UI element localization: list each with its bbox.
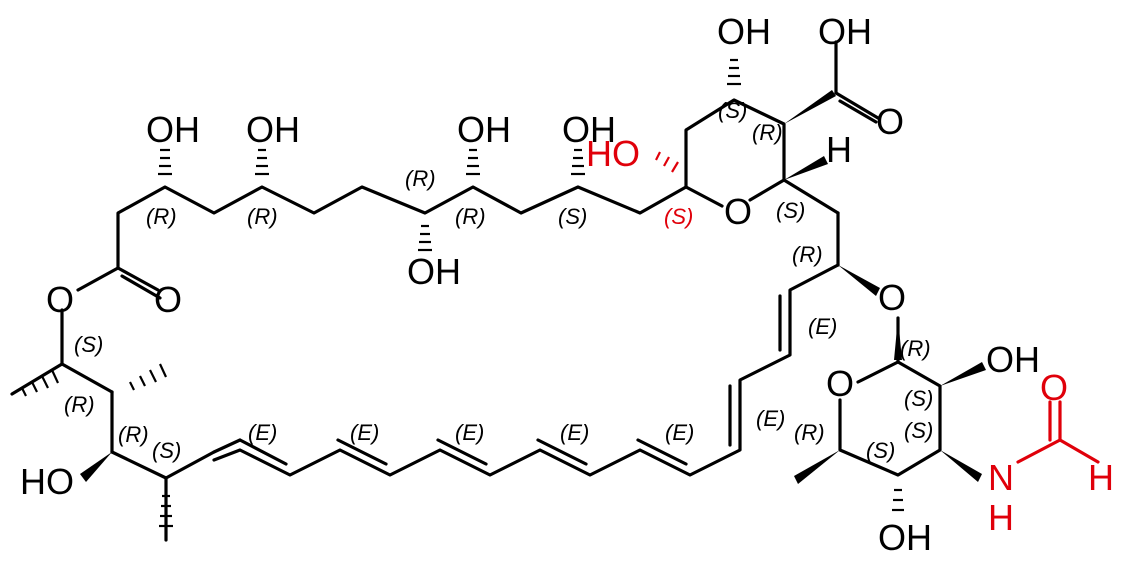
stereo-s-sugar3: (S) [866, 438, 895, 463]
stereo-r3: (R) [405, 166, 436, 191]
oh-label-2: OH [246, 109, 300, 150]
oh-label-1: OH [146, 109, 200, 150]
stereo-r-side: (R) [792, 242, 823, 267]
oh-label-5: OH [407, 251, 461, 292]
ho-red-label: HO [586, 133, 640, 174]
stereo-s-sugar2: (S) [904, 418, 933, 443]
oh-label-3: OH [457, 109, 511, 150]
oh-label-4: OH [562, 109, 616, 150]
pyran-ring [655, 40, 880, 267]
cooh-oh-label: OH [818, 11, 872, 52]
hash-bonds-upper [158, 148, 585, 252]
atom-labels: OH OH OH OH OH OH OH O O HO H O O OH OH … [20, 11, 1114, 558]
stereo-r1: (R) [146, 204, 177, 229]
stereo-s-ring: (S) [776, 198, 805, 223]
ho-left-label: HO [20, 461, 74, 502]
upper-chain [76, 148, 688, 300]
stereo-e5: (E) [560, 420, 589, 445]
stereo-s-sugar1: (S) [904, 386, 933, 411]
stereo-e4: (E) [455, 420, 484, 445]
stereo-e7: (E) [756, 406, 785, 431]
stereo-e6: (E) [665, 420, 694, 445]
polyene-chain [212, 263, 880, 477]
sugar-oh-right-label: OH [986, 339, 1040, 380]
nh-n-label: N [988, 457, 1014, 498]
stereo-r-left: (R) [64, 392, 95, 417]
stereo-e3: (E) [350, 420, 379, 445]
sugar-o-label: O [826, 363, 854, 404]
stereo-r-top: (R) [752, 120, 783, 145]
sugar-ring [794, 316, 1100, 512]
formyl-o-label: O [1040, 367, 1068, 408]
h-ring-label: H [826, 129, 852, 170]
ring-o-label: O [724, 191, 752, 232]
left-chain [10, 308, 242, 542]
carbonyl-o-label: O [154, 279, 182, 320]
stereo-r-sugar2: (R) [794, 420, 825, 445]
stereo-r2: (R) [247, 204, 278, 229]
cooh-o-label: O [876, 101, 904, 142]
stereo-s-top1: (S) [718, 98, 747, 123]
stereo-s-red: (S) [664, 204, 693, 229]
oh-top-label: OH [717, 11, 771, 52]
stereo-r-sugar1: (R) [900, 336, 931, 361]
stereo-r4: (R) [455, 204, 486, 229]
stereo-e2: (E) [248, 420, 277, 445]
stereo-s1: (S) [558, 204, 587, 229]
stereo-labels: (R) (R) (R) (R) (S) (S) (S) (S) (R) (R) … [64, 98, 933, 463]
ester-o-label: O [46, 279, 74, 320]
stereo-s-left: (S) [74, 332, 103, 357]
glyco-o-label: O [878, 277, 906, 318]
stereo-e1: (E) [808, 314, 837, 339]
formyl-h-label: H [1088, 457, 1114, 498]
sugar-oh-bottom-label: OH [878, 517, 932, 558]
nh-h-label: H [988, 497, 1014, 538]
stereo-s-left2: (S) [152, 438, 181, 463]
stereo-r-left2: (R) [118, 422, 149, 447]
